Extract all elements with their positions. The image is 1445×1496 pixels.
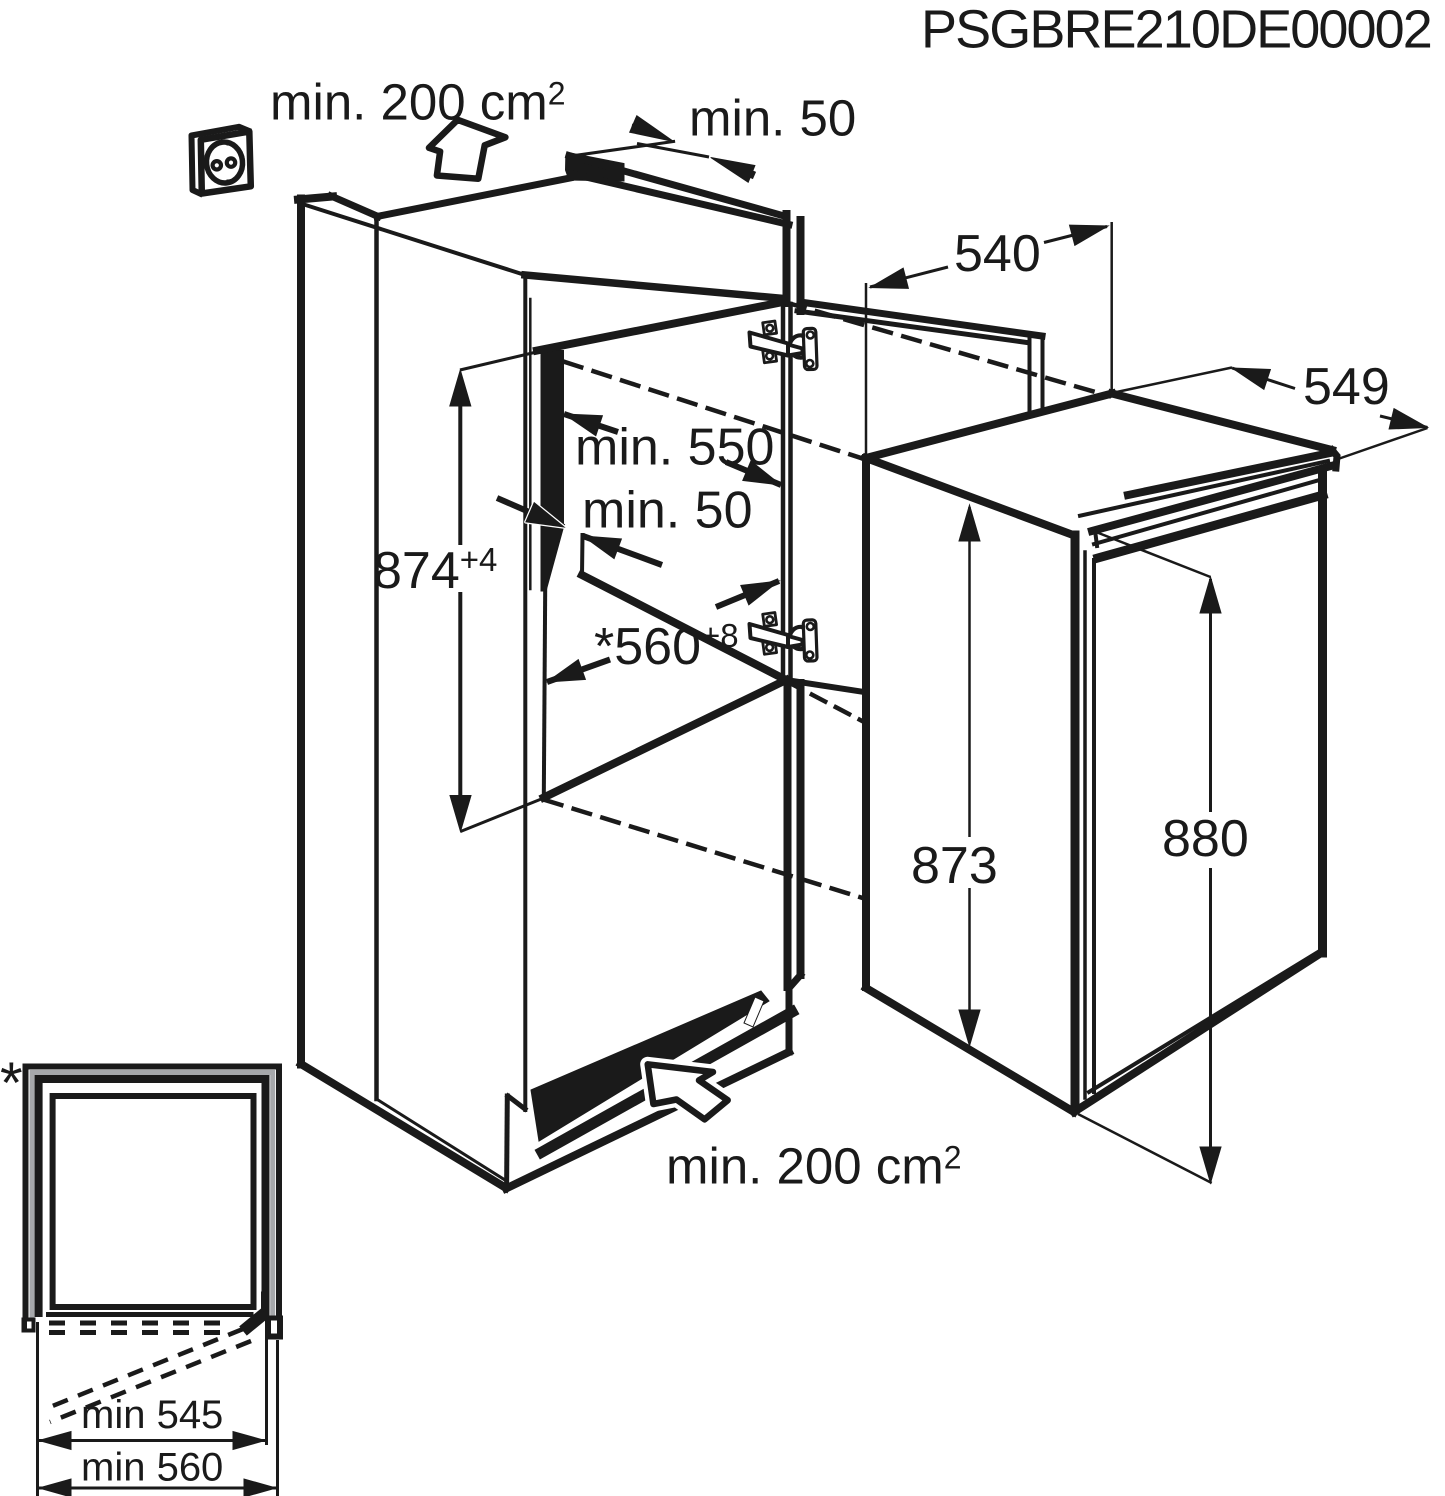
svg-text:*: * bbox=[0, 1051, 23, 1116]
svg-text:min. 200 cm2: min. 200 cm2 bbox=[666, 1138, 962, 1195]
svg-text:min. 50: min. 50 bbox=[582, 482, 753, 540]
svg-text:min. 50: min. 50 bbox=[689, 90, 856, 147]
svg-text:min 545: min 545 bbox=[81, 1393, 223, 1437]
svg-text:540: 540 bbox=[954, 225, 1041, 283]
svg-text:min. 550: min. 550 bbox=[575, 419, 774, 477]
svg-text:549: 549 bbox=[1303, 358, 1390, 416]
svg-text:min 560: min 560 bbox=[81, 1446, 223, 1490]
svg-text:PSGBRE210DE00002: PSGBRE210DE00002 bbox=[921, 0, 1431, 59]
svg-text:873: 873 bbox=[911, 837, 998, 895]
svg-text:880: 880 bbox=[1162, 810, 1249, 868]
svg-text:min. 200 cm2: min. 200 cm2 bbox=[270, 74, 566, 131]
